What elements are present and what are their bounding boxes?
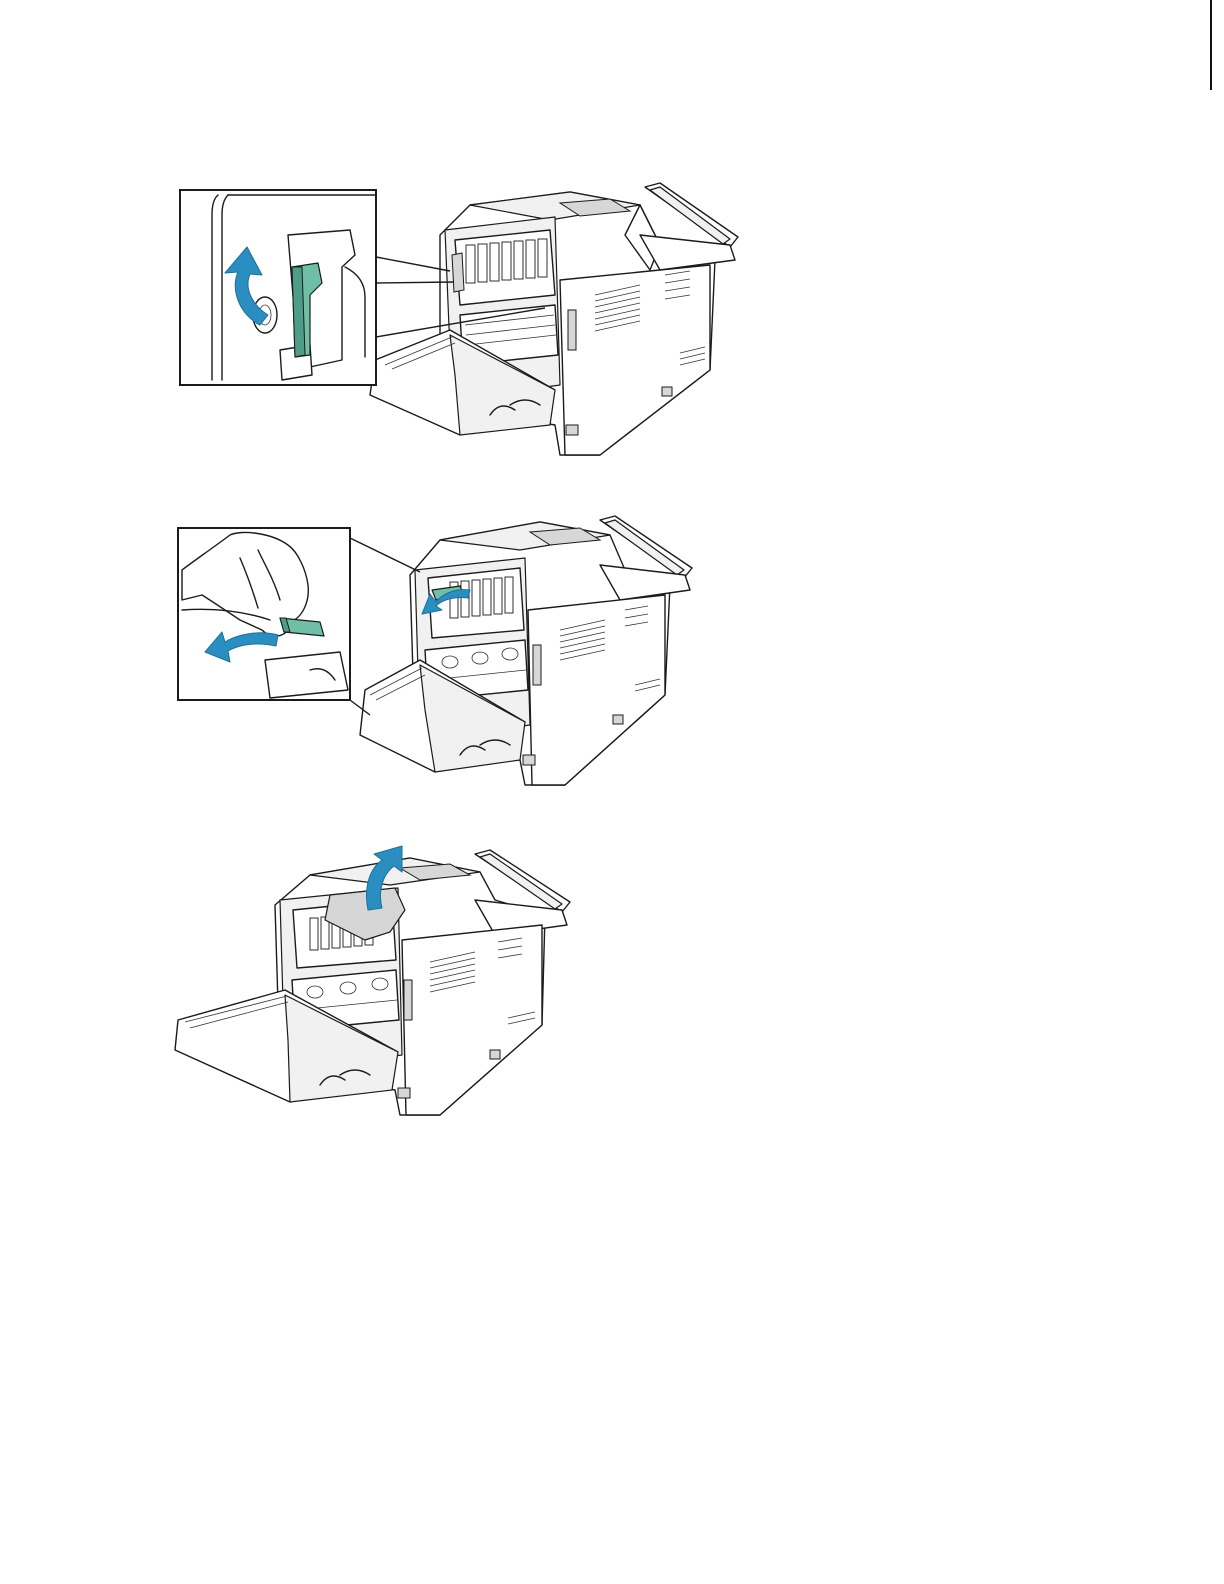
figure-1-illustration — [170, 175, 750, 465]
inset-green-tab-detail — [178, 528, 350, 700]
figure-2-illustration — [170, 510, 700, 795]
inset-fuser-lever-detail — [180, 190, 376, 385]
figure-remove-jammed-paper — [170, 840, 580, 1125]
page-edge-rule — [1210, 0, 1212, 90]
output-tray — [640, 183, 738, 270]
fuser-unit — [452, 230, 555, 305]
printer-rear-view — [175, 846, 570, 1115]
figure-pull-green-tab — [170, 510, 700, 795]
fuser-unit — [428, 568, 524, 638]
printer-rear-view — [370, 183, 738, 455]
printer-rear-view — [360, 516, 692, 785]
figure-release-fuser-lever — [170, 175, 750, 465]
figure-3-illustration — [170, 840, 580, 1125]
